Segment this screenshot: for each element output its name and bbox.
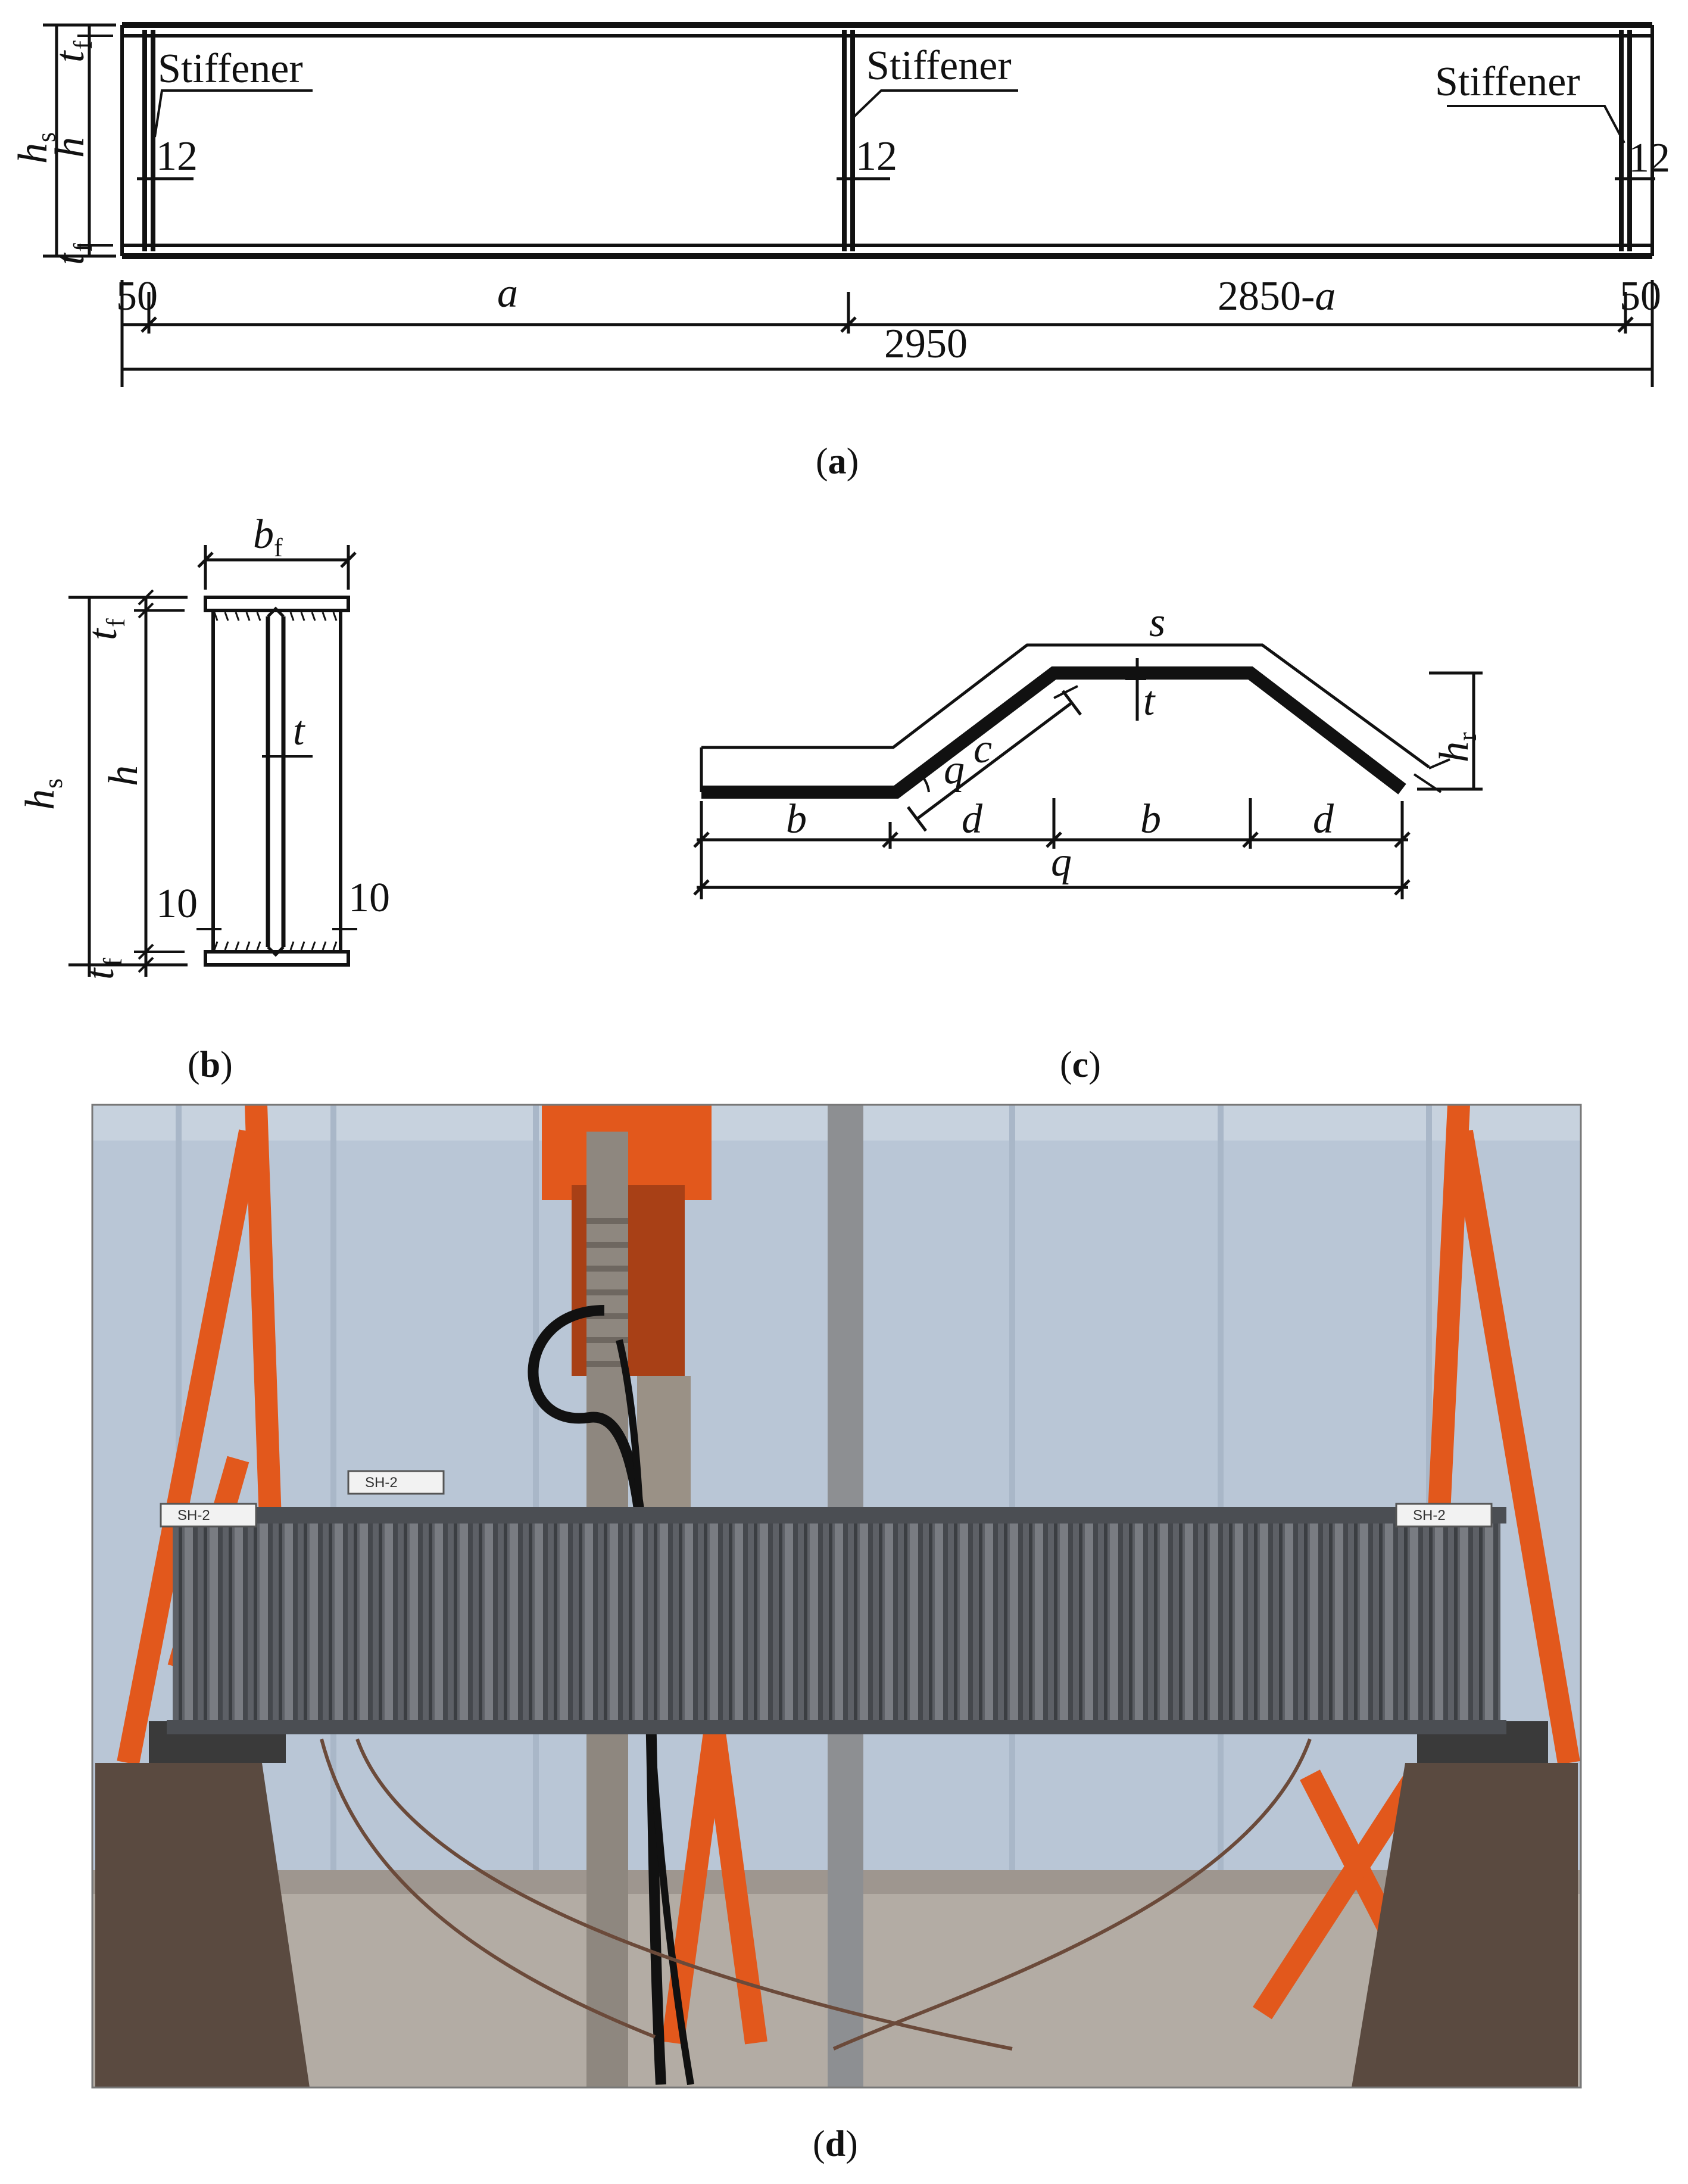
label-hs: h s [10, 132, 61, 164]
label-hs: h s [17, 778, 68, 810]
panel-c [693, 643, 1483, 899]
specimen-tag-top: SH-2 [365, 1475, 398, 1491]
svg-text:t: t [80, 628, 126, 640]
panel-d-photo: SH-2 SH-2 SH-2 [91, 1104, 1582, 2089]
label-h: h [101, 765, 146, 786]
weld-hatch-bottom [213, 941, 338, 951]
test-beam [173, 1516, 1500, 1727]
specimen-tag-right: SH-2 [1413, 1507, 1446, 1523]
weld-size-right: 10 [348, 875, 390, 921]
svg-text:f: f [68, 40, 98, 49]
dim-c [916, 702, 1073, 820]
support-left [95, 1763, 310, 2088]
label-t: t [293, 708, 305, 754]
leader-stiffener-right [1447, 105, 1625, 144]
panel-c-labels: s t c q h r b d b d q (c) [786, 600, 1482, 1085]
svg-text:h: h [17, 789, 63, 810]
dim-edge-left: 50 [116, 273, 158, 319]
svg-text:f: f [101, 618, 130, 627]
caption-c: (c) [1060, 1045, 1101, 1085]
weld-hatch-top [213, 612, 338, 621]
label-b-1: b [786, 796, 807, 842]
label-hr: h r [1431, 732, 1482, 762]
leader-stiffener-left [154, 89, 313, 138]
stiffener-right [1619, 30, 1632, 251]
dim-span-rest: 2850-a [1218, 273, 1336, 319]
label-tf-top: t f [47, 40, 98, 63]
angle-arc [916, 770, 930, 793]
dim-total: 2950 [884, 321, 968, 367]
label-t: t [1143, 678, 1156, 724]
label-d-1: d [962, 796, 983, 842]
caption-a: (a) [816, 441, 859, 482]
stiffener-thickness-middle: 12 [856, 133, 897, 179]
weld-size-left: 10 [156, 881, 198, 927]
svg-text:s: s [39, 778, 68, 789]
corrugation-profile [701, 666, 1406, 799]
label-h: h [47, 137, 93, 158]
stiffener-label-left: Stiffener [158, 46, 303, 92]
label-tf-bottom: t f [47, 243, 98, 265]
svg-text:r: r [1453, 732, 1482, 741]
svg-text:t: t [47, 50, 93, 63]
svg-text:h: h [10, 143, 56, 164]
stiffener-left [142, 30, 155, 251]
label-b-2: b [1140, 796, 1161, 842]
stiffener-middle [842, 30, 855, 251]
svg-text:h: h [1431, 741, 1477, 762]
panel-a [43, 22, 1655, 387]
svg-text:t: t [47, 253, 93, 265]
svg-text:s: s [32, 132, 61, 142]
svg-text:f: f [98, 958, 127, 967]
panel-b-labels: bf t f h s h t f t 10 10 (b) [17, 512, 390, 1085]
caption-d: (d) [813, 2124, 858, 2164]
svg-text:h: h [101, 765, 146, 786]
stiffener-label-right: Stiffener [1435, 59, 1580, 105]
svg-text:t: t [77, 967, 123, 980]
label-c: c [974, 726, 992, 772]
svg-text:f: f [68, 243, 98, 252]
label-bf: bf [253, 512, 283, 562]
label-tf-top: t f [80, 618, 130, 640]
dim-edge-right: 50 [1620, 273, 1661, 319]
support-right [1352, 1763, 1578, 2088]
loading-frame-right [1253, 1105, 1580, 2020]
label-s: s [1149, 600, 1165, 646]
stiffener-thickness-right: 12 [1628, 135, 1670, 181]
label-tf-bottom: t f [77, 958, 127, 980]
leader-stiffener-middle [850, 89, 1018, 120]
stiffener-thickness-left: 12 [156, 133, 198, 179]
label-q: q [1051, 839, 1072, 885]
label-theta: q [944, 747, 965, 793]
panel-b [68, 545, 357, 977]
svg-text:h: h [47, 137, 93, 158]
caption-b: (b) [188, 1045, 233, 1085]
offset-line-s [701, 643, 1430, 769]
label-d-2: d [1313, 796, 1334, 842]
panel-a-labels: Stiffener Stiffener Stiffener 12 12 12 t… [10, 40, 1670, 482]
stiffener-label-middle: Stiffener [866, 43, 1012, 89]
specimen-tag-left: SH-2 [177, 1507, 210, 1523]
dim-span-a: a [497, 270, 518, 316]
